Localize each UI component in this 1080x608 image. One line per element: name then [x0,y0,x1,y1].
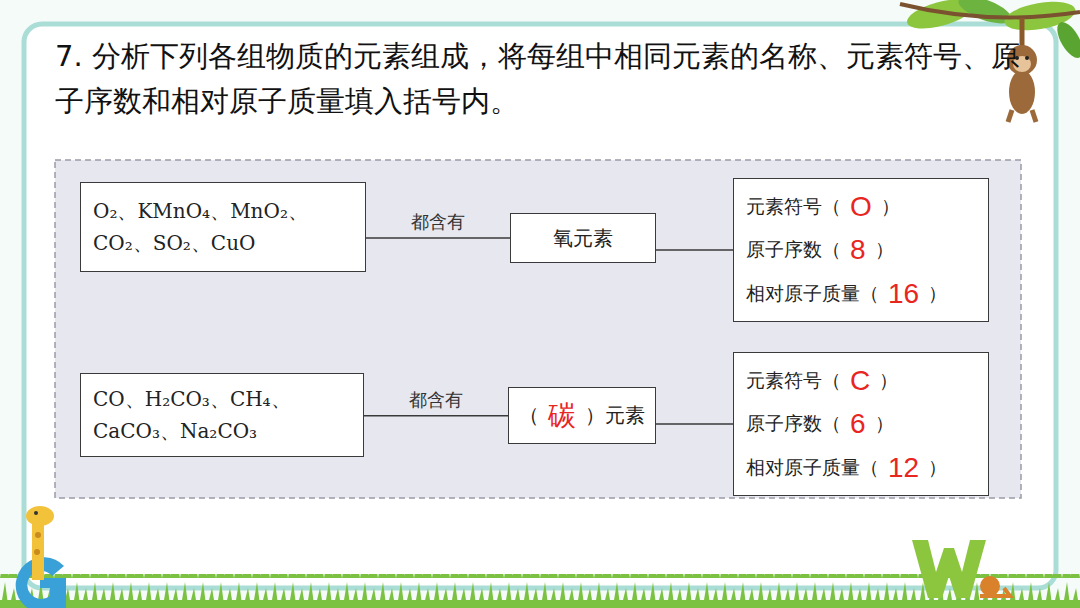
node-text: ） [881,192,900,221]
node-text: ） [928,279,947,308]
node-text: 相对原子质量（ [746,279,879,308]
node-text: ） [928,453,947,482]
giraffe [16,506,66,608]
node-text: ） [875,235,894,264]
node-text: O₂、KMnO₄、MnO₂、CO₂、SO₂、CuO [93,195,353,259]
answer-text: 12 [888,446,919,489]
node-text: ） [875,409,894,438]
slide-frame [24,24,1056,588]
answer-text: O [850,185,872,228]
text-row: 相对原子质量（ 16 ） [746,272,947,315]
answer-box: 元素符号（C）原子序数（6）相对原子质量（12） [733,352,989,496]
connector-line [656,249,733,251]
node-text: 氧元素 [553,222,613,254]
question-title: 7. 分析下列各组物质的元素组成，将每组中相同元素的名称、元素符号、原子序数和相… [55,34,1030,124]
node-text: 原子序数（ [746,235,841,264]
formula-box: O₂、KMnO₄、MnO₂、CO₂、SO₂、CuO [80,182,366,272]
edge-label: 都含有 [411,210,465,234]
text-row: 元素符号（ C ） [746,359,898,402]
node-text: ） [879,366,898,395]
text-row: 原子序数（ 8 ） [746,228,894,271]
answer-box: 元素符号（O）原子序数（8）相对原子质量（16） [733,178,989,322]
answer-text: C [850,359,870,402]
node-text: 元素符号（ [746,192,841,221]
connector-line [656,423,733,425]
element-box: 氧元素 [510,213,656,263]
connector-line [364,415,508,417]
answer-text: 6 [850,402,866,445]
text-row: 原子序数（ 6 ） [746,402,894,445]
text-row: （ 碳 ）元素 [519,394,645,437]
edge-label: 都含有 [409,388,463,412]
element-box: （ 碳 ）元素 [508,387,656,444]
connector-line [366,237,510,239]
answer-text: 16 [888,272,919,315]
answer-text: 碳 [548,394,576,437]
grass [0,574,1080,608]
text-row: 元素符号（ O ） [746,185,900,228]
answer-text: 8 [850,228,866,271]
formula-box: CO、H₂CO₃、CH₄、CaCO₃、Na₂CO₃ [80,373,364,457]
node-text: CO、H₂CO₃、CH₄、CaCO₃、Na₂CO₃ [93,383,351,447]
grass-ground [0,600,1080,608]
node-text: 元素符号（ [746,366,841,395]
node-text: （ [519,400,539,431]
dashed-panel [55,160,1021,498]
text-row: 相对原子质量（ 12 ） [746,446,947,489]
w-logo [912,540,1010,598]
node-text: ）元素 [585,400,645,431]
node-text: 相对原子质量（ [746,453,879,482]
node-text: 原子序数（ [746,409,841,438]
